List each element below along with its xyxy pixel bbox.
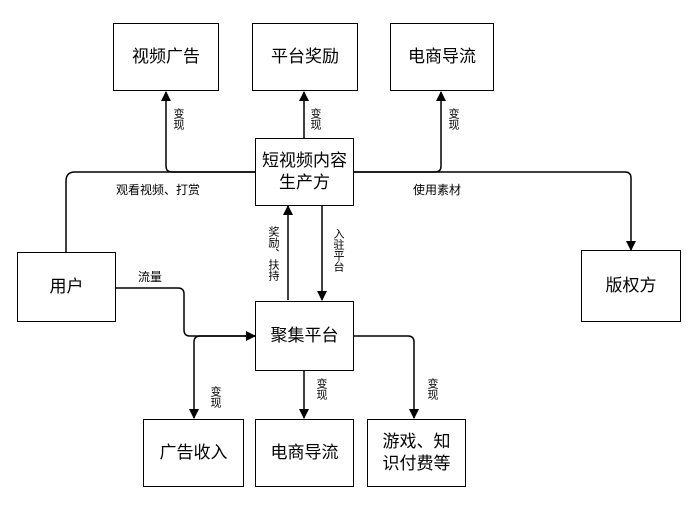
node-user: 用户 bbox=[17, 252, 116, 322]
edge-label-monetize-video-ads: 变现 bbox=[172, 108, 185, 130]
node-ecommerce-bottom: 电商导流 bbox=[255, 419, 354, 487]
node-platform-reward-label: 平台奖励 bbox=[271, 47, 339, 67]
arrow-platform-to-games bbox=[353, 335, 419, 419]
node-ecommerce-top: 电商导流 bbox=[390, 23, 494, 91]
edge-label-traffic: 流量 bbox=[138, 270, 163, 284]
node-platform-reward: 平台奖励 bbox=[252, 23, 358, 91]
node-content-creator-line2: 生产方 bbox=[279, 173, 330, 193]
node-content-creator-line1: 短视频内容 bbox=[262, 151, 347, 171]
node-games-knowledge-line2: 识付费等 bbox=[382, 454, 451, 474]
node-copyright-holder-label: 版权方 bbox=[605, 276, 657, 296]
node-ecommerce-bottom-label: 电商导流 bbox=[270, 443, 339, 463]
arrow-user-to-creator bbox=[65, 171, 256, 252]
edge-label-monetize-ecommerce-bottom: 变现 bbox=[315, 378, 328, 400]
node-games-knowledge-line1: 游戏、知 bbox=[382, 432, 451, 452]
node-games-knowledge: 游戏、知 识付费等 bbox=[367, 419, 466, 487]
edge-label-use-material: 使用素材 bbox=[413, 183, 462, 197]
arrow-user-to-platform bbox=[116, 287, 256, 341]
arrow-creator-to-video-ads bbox=[161, 91, 256, 173]
edge-label-monetize-ecommerce-top: 变现 bbox=[447, 108, 460, 130]
node-ad-income: 广告收入 bbox=[143, 419, 244, 487]
arrow-platform-to-ad-income bbox=[189, 335, 255, 419]
edge-label-monetize-ad-income: 变现 bbox=[209, 386, 222, 408]
arrow-creator-to-ecommerce-top bbox=[353, 91, 446, 173]
edge-label-watch-tip: 观看视频、打赏 bbox=[116, 183, 201, 197]
node-ecommerce-top-label: 电商导流 bbox=[408, 47, 476, 67]
node-content-creator: 短视频内容 生产方 bbox=[255, 138, 354, 206]
node-copyright-holder: 版权方 bbox=[581, 250, 681, 322]
node-aggregation-platform-label: 聚集平台 bbox=[270, 326, 339, 346]
arrow-creator-to-copyright bbox=[353, 171, 636, 251]
node-ad-income-label: 广告收入 bbox=[159, 443, 228, 463]
node-video-ads-label: 视频广告 bbox=[132, 47, 200, 67]
node-user-label: 用户 bbox=[49, 277, 84, 297]
node-video-ads: 视频广告 bbox=[113, 23, 219, 91]
edge-label-monetize-platform-reward: 变现 bbox=[309, 108, 322, 130]
edge-label-monetize-games: 变现 bbox=[426, 378, 439, 400]
node-aggregation-platform: 聚集平台 bbox=[255, 301, 354, 371]
edge-label-reward-support: 奖励、扶持 bbox=[267, 226, 280, 281]
edge-label-join-platform: 入驻平台 bbox=[332, 228, 345, 272]
